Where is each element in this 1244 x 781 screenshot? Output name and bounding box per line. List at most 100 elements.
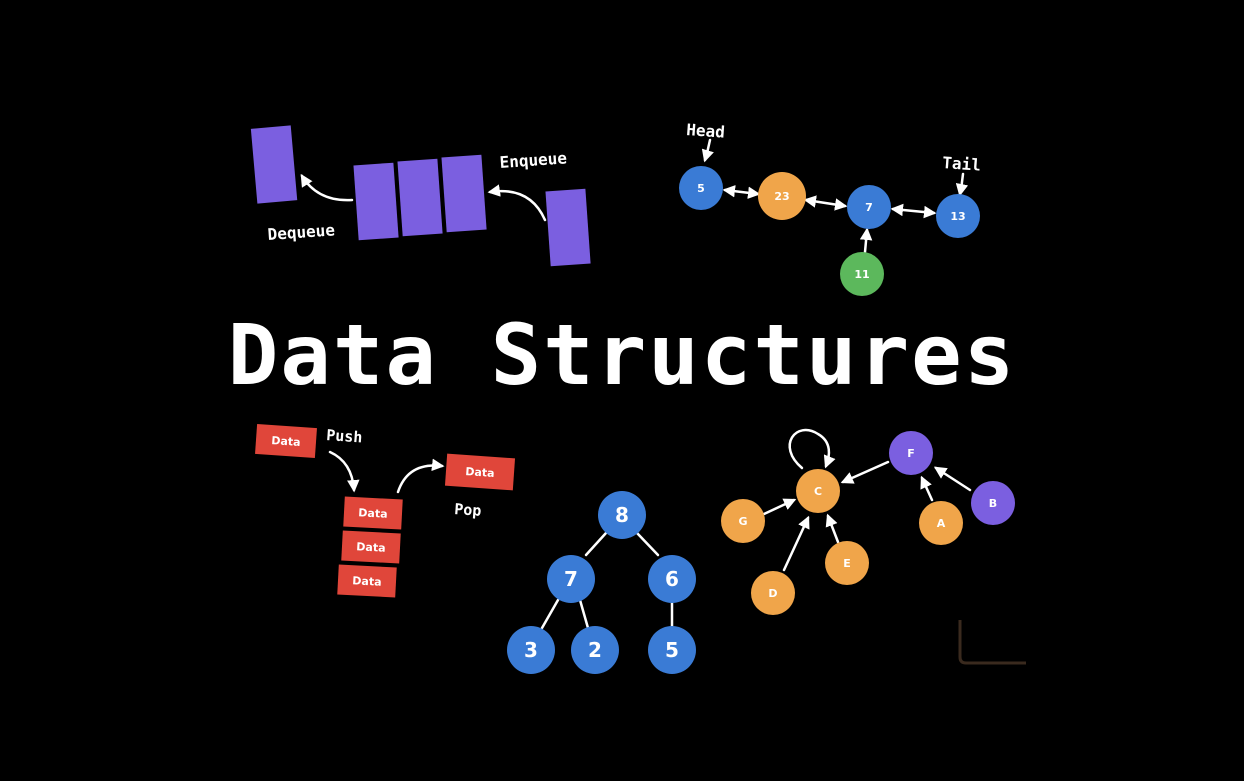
dequeue-label: Dequeue xyxy=(267,220,336,244)
stack-item-box xyxy=(337,564,397,598)
ll-node: 7 xyxy=(847,185,891,229)
ll-node-circle xyxy=(936,194,980,238)
graph-node-label: E xyxy=(843,557,851,570)
graph-node-circle xyxy=(751,571,795,615)
graph-edge xyxy=(825,513,840,544)
tree-node-circle xyxy=(648,555,696,603)
graph-node-circle xyxy=(825,541,869,585)
ll-node-circle xyxy=(840,252,884,296)
graph-node-circle xyxy=(889,431,933,475)
graph-node-label: B xyxy=(989,497,997,510)
tree-node-label: 3 xyxy=(524,638,538,662)
tree-node: 7 xyxy=(547,555,595,603)
graph-edge xyxy=(782,515,810,572)
graph-edge xyxy=(920,475,934,502)
graph-node-label: G xyxy=(738,515,747,528)
stack-item: Data xyxy=(343,496,403,530)
graph-node-label: C xyxy=(814,485,822,498)
stack-pop-item: Data xyxy=(444,453,516,491)
stack-item-box xyxy=(444,453,516,491)
link-edge xyxy=(803,195,848,211)
page-title: Data Structures xyxy=(227,306,1017,404)
graph-edge xyxy=(840,460,890,484)
graph-node-circle xyxy=(971,481,1015,525)
tree-node-label: 7 xyxy=(564,567,578,591)
stack-item: Data xyxy=(341,530,401,564)
tree-node-label: 2 xyxy=(588,638,602,662)
tree-edge xyxy=(578,598,590,630)
queue-enqueued-block xyxy=(545,188,591,267)
graph-node-circle xyxy=(796,469,840,513)
tree-node-label: 8 xyxy=(615,503,629,527)
tree-node: 5 xyxy=(648,626,696,674)
graph-node-label: F xyxy=(907,447,915,460)
tree-edge xyxy=(540,598,560,630)
head-label: Head xyxy=(686,120,726,142)
ll-node: 11 xyxy=(840,252,884,296)
tree-edge xyxy=(584,531,608,557)
pop-label: Pop xyxy=(454,500,482,520)
stack-item-label: Data xyxy=(356,540,386,555)
graph-self-loop xyxy=(788,428,836,470)
ll-node-label: 7 xyxy=(865,201,873,214)
graph-node: G xyxy=(721,499,765,543)
graph-node: C xyxy=(796,469,840,513)
graph-node-circle xyxy=(919,501,963,545)
corner-frame xyxy=(958,620,1026,665)
ll-node: 13 xyxy=(936,194,980,238)
ll-node: 23 xyxy=(758,172,806,220)
tree-node-circle xyxy=(547,555,595,603)
link-edge xyxy=(890,203,937,219)
tail-pointer-arrow xyxy=(955,172,969,197)
graph-node: E xyxy=(825,541,869,585)
pop-arrow xyxy=(396,458,445,494)
push-label: Push xyxy=(326,426,363,446)
stack-item-label: Data xyxy=(352,574,382,589)
graph-node: B xyxy=(971,481,1015,525)
stack-item-box xyxy=(255,423,317,459)
stack-item-box xyxy=(341,530,401,564)
ll-node-label: 11 xyxy=(854,268,869,281)
queue-dequeued-block xyxy=(250,125,298,204)
queue-diagram: Enqueue Dequeue xyxy=(250,125,591,267)
enqueue-label: Enqueue xyxy=(499,148,568,172)
stack-diagram: Data Push Data Pop Data Data Data xyxy=(255,423,516,598)
tree-node-label: 5 xyxy=(665,638,679,662)
graph-node-label: D xyxy=(768,587,777,600)
link-edge xyxy=(722,184,761,200)
graph-node: A xyxy=(919,501,963,545)
queue-block xyxy=(397,158,443,237)
ll-node-circle xyxy=(847,185,891,229)
queue-block xyxy=(353,162,399,241)
tree-node-circle xyxy=(598,491,646,539)
stack-item-box xyxy=(343,496,403,530)
tree-node: 2 xyxy=(571,626,619,674)
ll-node: 5 xyxy=(679,166,723,210)
graph-node: F xyxy=(889,431,933,475)
stack-item: Data xyxy=(337,564,397,598)
head-pointer-arrow xyxy=(701,138,714,163)
tree-node: 8 xyxy=(598,491,646,539)
ll-node-label: 13 xyxy=(950,210,965,223)
tree-node-circle xyxy=(571,626,619,674)
ll-node-label: 23 xyxy=(774,190,789,203)
ll-node-circle xyxy=(758,172,806,220)
tail-label: Tail xyxy=(942,153,982,175)
stack-item-label: Data xyxy=(465,465,495,480)
tree-node: 3 xyxy=(507,626,555,674)
graph-node-label: A xyxy=(937,517,946,530)
tree-edge xyxy=(635,531,660,557)
tree-node-circle xyxy=(507,626,555,674)
ll-node-label: 5 xyxy=(697,182,705,195)
ll-node-circle xyxy=(679,166,723,210)
tree-diagram: 8 7 6 3 2 5 xyxy=(507,491,696,674)
tree-node-label: 6 xyxy=(665,567,679,591)
queue-block xyxy=(441,154,487,233)
graph-node: D xyxy=(751,571,795,615)
link-edge xyxy=(859,227,873,254)
graph-edge xyxy=(933,466,972,492)
stack-item-label: Data xyxy=(271,434,301,449)
tree-node-circle xyxy=(648,626,696,674)
